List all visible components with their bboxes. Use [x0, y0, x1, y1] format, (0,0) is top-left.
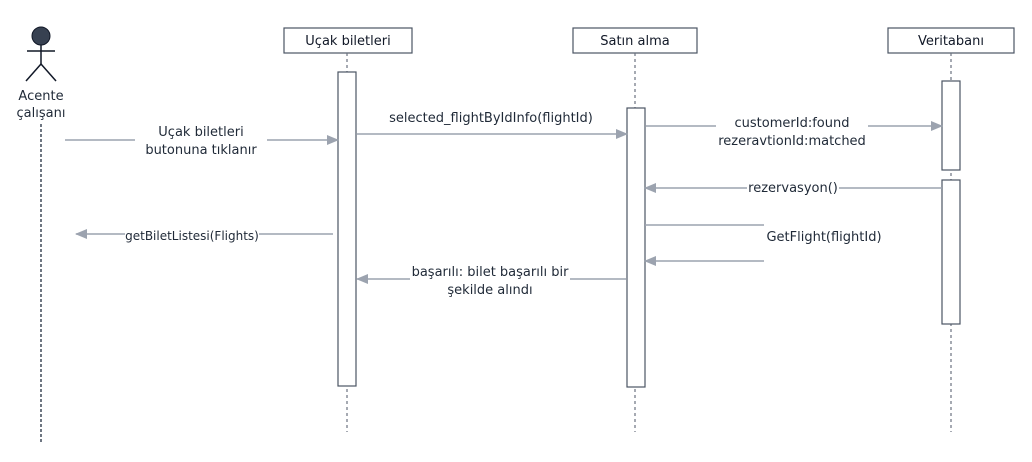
participant-tickets-label: Uçak biletleri [305, 34, 390, 49]
message-label-bg-7 [410, 262, 570, 300]
message-label-6: GetFlight(flightId) [766, 230, 881, 245]
message-label-bg-5 [125, 226, 259, 244]
database-activation-2 [941, 179, 961, 325]
message-label-5: getBiletListesi(Flights) [125, 229, 259, 243]
participant-database [887, 27, 1015, 54]
database-activation-1 [941, 80, 961, 171]
purchase-activation [626, 107, 646, 388]
participant-database-label: Veritabanı [918, 34, 984, 49]
actor-agent: Acente çalışanı [17, 26, 66, 121]
message-label-bg-4 [747, 178, 839, 198]
participant-purchase-label: Satın alma [600, 34, 670, 49]
actor-label-line1: Acente [18, 89, 63, 104]
message-label-4: rezervasyon() [748, 181, 838, 196]
actor-label-line2: çalışanı [17, 106, 66, 121]
message-label-7-line2: şekilde alındı [447, 283, 532, 298]
message-label-bg-3 [716, 112, 868, 150]
actor-leg-right [40, 63, 57, 82]
message-label-1-line2: butonuna tıklanır [145, 143, 257, 158]
message-label-1-line1: Uçak biletleri [158, 125, 243, 140]
message-label-2: selected_flightByIdInfo(flightId) [389, 111, 593, 126]
tickets-activation [337, 71, 357, 387]
message-label-3-line1: customerId:found [735, 116, 850, 131]
participant-tickets [283, 27, 413, 54]
message-label-3-line2: rezeravtionId:matched [718, 134, 866, 149]
actor-head-icon [31, 26, 51, 46]
message-label-7-line1: başarılı: bilet başarılı bir [412, 265, 569, 280]
message-label-bg-1 [135, 122, 267, 158]
actor-leg-left [25, 63, 42, 82]
